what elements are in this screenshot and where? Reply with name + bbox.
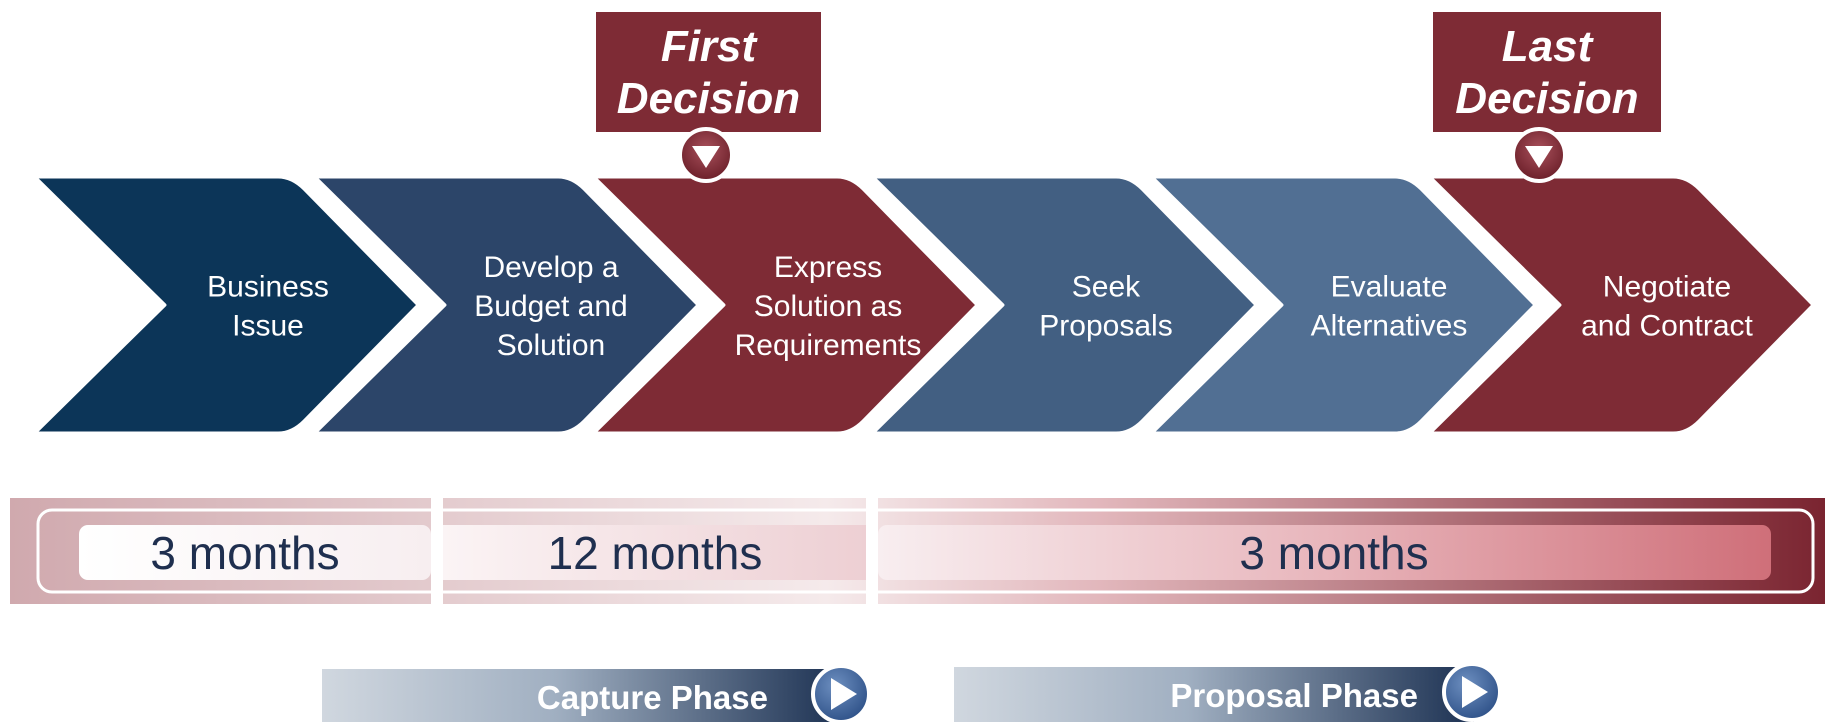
chevron-shape bbox=[1150, 175, 1537, 435]
step-label: Solution as bbox=[754, 290, 902, 323]
duration-label-2: 12 months bbox=[548, 527, 763, 579]
capture-phase-bar[interactable]: Capture Phase bbox=[322, 664, 871, 722]
down-triangle-icon bbox=[1511, 127, 1567, 183]
phase-bars: Capture Phase Proposal Phase bbox=[322, 662, 1502, 722]
chevron-shape bbox=[871, 175, 1258, 435]
duration-segment-1 bbox=[79, 525, 431, 580]
step-label: Solution bbox=[497, 329, 605, 362]
step-label: and Contract bbox=[1581, 310, 1753, 343]
chevron-shape bbox=[1428, 175, 1815, 435]
proposal-phase-bar[interactable]: Proposal Phase bbox=[954, 662, 1502, 722]
duration-label-1: 3 months bbox=[150, 527, 339, 579]
duration-divider bbox=[431, 498, 443, 604]
callout-box bbox=[596, 12, 821, 132]
step-negotiate-contract: Negotiate and Contract bbox=[1428, 175, 1815, 435]
play-icon[interactable] bbox=[811, 664, 871, 722]
chevron-shape bbox=[33, 175, 420, 435]
proposal-phase-label: Proposal Phase bbox=[1170, 677, 1418, 714]
step-label: Proposals bbox=[1039, 310, 1172, 343]
callout-box bbox=[1433, 12, 1661, 132]
duration-bar: 3 months 12 months 3 months bbox=[10, 498, 1825, 604]
decision-label: Decision bbox=[617, 74, 800, 123]
step-label: Evaluate bbox=[1331, 271, 1448, 304]
decision-label: Decision bbox=[1455, 74, 1638, 123]
duration-segment-3 bbox=[878, 525, 1771, 580]
decision-label: Last bbox=[1502, 22, 1595, 71]
play-icon[interactable] bbox=[1442, 662, 1502, 722]
step-label: Requirements bbox=[735, 329, 922, 362]
step-label: Issue bbox=[232, 310, 304, 343]
capture-phase-label: Capture Phase bbox=[537, 679, 768, 716]
chevron-shape bbox=[313, 175, 700, 435]
step-label: Express bbox=[774, 251, 882, 284]
step-label: Negotiate bbox=[1603, 271, 1731, 304]
step-label: Develop a bbox=[483, 251, 618, 284]
duration-divider bbox=[866, 498, 878, 604]
chevron-shape bbox=[592, 175, 979, 435]
down-triangle-icon bbox=[678, 127, 734, 183]
step-label: Alternatives bbox=[1311, 310, 1468, 343]
step-label: Budget and bbox=[474, 290, 627, 323]
step-label: Business bbox=[207, 271, 329, 304]
duration-segment-2 bbox=[443, 525, 866, 580]
duration-label-3: 3 months bbox=[1239, 527, 1428, 579]
decision-label: First bbox=[661, 22, 759, 71]
step-label: Seek bbox=[1072, 271, 1141, 304]
